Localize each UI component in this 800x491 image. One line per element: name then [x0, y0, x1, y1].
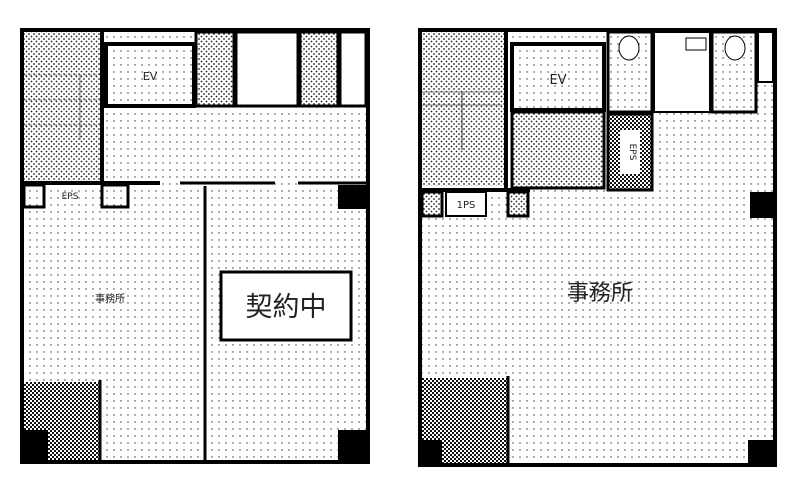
ev-label: EV: [143, 70, 158, 83]
ps-label: 1PS: [457, 200, 476, 211]
right-floor-plan: EV EPS 1PS 事務所: [418, 28, 777, 467]
eps-label: EPS: [62, 192, 79, 202]
stairwell: [24, 32, 102, 182]
column: [338, 430, 368, 462]
ev-label: EV: [549, 73, 566, 88]
eps-label: EPS: [627, 144, 637, 161]
washroom: [234, 30, 300, 108]
column: [338, 185, 366, 209]
office-label: 事務所: [567, 281, 633, 306]
column: [420, 440, 442, 465]
stairwell: [422, 32, 504, 186]
column: [22, 430, 48, 462]
office-label: 事務所: [95, 292, 125, 305]
toilet-room: [298, 30, 340, 108]
column: [750, 192, 775, 218]
status-badge: [219, 270, 353, 342]
toilet-room: [194, 30, 236, 108]
left-floor-plan: EV EPS 事務所 契約中: [20, 28, 370, 464]
washroom: [653, 31, 711, 113]
status-badge-text: 契約中: [246, 292, 327, 323]
lobby: [510, 110, 606, 190]
column: [748, 440, 775, 465]
elevator-room: [510, 42, 606, 112]
elevator-room: [104, 42, 196, 108]
